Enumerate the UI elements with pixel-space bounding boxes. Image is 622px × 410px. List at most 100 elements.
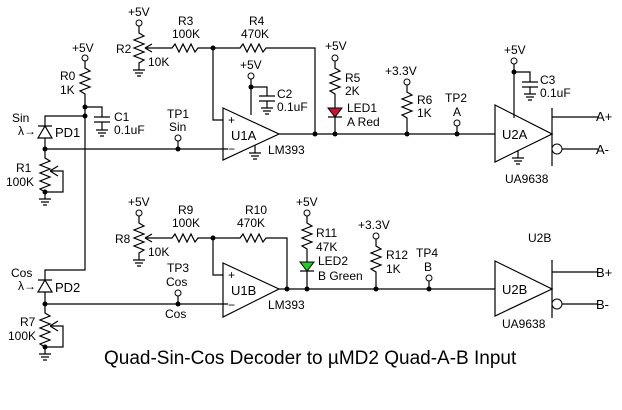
c3-capacitor	[513, 64, 538, 118]
b-minus-label: B-	[596, 297, 609, 312]
u1b-plus-sign: +	[228, 268, 235, 282]
r6-supply-terminal	[403, 78, 411, 86]
c1-capacitor	[85, 106, 110, 137]
r6-value: 1K	[417, 106, 432, 120]
r0-value: 1K	[60, 83, 75, 97]
junction	[511, 69, 517, 75]
u2b-ref: U2B	[502, 282, 527, 297]
u1b-comparator	[222, 262, 281, 318]
b-plus-label: B+	[596, 265, 612, 280]
pd2-signal-label: Cos	[11, 266, 32, 280]
r7-wiper	[45, 320, 64, 348]
junction	[373, 286, 379, 292]
channel-a: +5V R0 1K C1 0.1uF Sin λ→ PD1 TP1 Sin R1	[6, 5, 612, 280]
u1a-plus-sign: +	[228, 113, 235, 127]
tp3-ref: TP3	[167, 261, 189, 275]
r11-supply-terminal	[303, 209, 311, 217]
r4-ref: R4	[249, 14, 265, 28]
r4-value: 470K	[241, 27, 269, 41]
r1-potentiometer	[38, 149, 52, 193]
r0-supply-label: +5V	[72, 41, 94, 55]
r0-supply-terminal	[81, 54, 89, 62]
tp1-testpoint	[174, 134, 182, 142]
r0-resistor	[78, 61, 92, 107]
ground-icon	[39, 347, 51, 361]
u1b-part: LM393	[268, 298, 305, 312]
pd1-top-wire	[44, 115, 85, 126]
r12-supply-terminal	[372, 232, 380, 240]
c3-ref: C3	[540, 73, 556, 87]
r5-ref: R5	[345, 71, 361, 85]
pd1-signal-label: Sin	[12, 111, 29, 125]
r1-ref: R1	[16, 161, 32, 175]
tp3-testpoint	[174, 289, 182, 297]
r6-ref: R6	[417, 93, 433, 107]
u2b-header: U2B	[528, 231, 551, 245]
u2b-outputs	[551, 260, 598, 318]
u1b-minus-sign: −	[228, 298, 235, 312]
r5-supply-label: +5V	[325, 39, 347, 53]
c2-ref: C2	[277, 87, 293, 101]
pd1-light-arrow: λ→	[18, 124, 36, 138]
a-plus-label: A+	[596, 109, 612, 124]
c3-supply-label: +5V	[504, 43, 526, 57]
led2-cathode	[300, 270, 314, 289]
junction	[284, 286, 290, 292]
led2-ref: LED2	[318, 254, 348, 268]
r1-value: 100K	[6, 175, 34, 189]
r2-value: 10K	[148, 55, 169, 69]
ground-icon	[39, 192, 51, 206]
tp2-testpoint	[453, 119, 461, 127]
tp4-testpoint	[425, 274, 433, 282]
r3-value: 100K	[172, 27, 200, 41]
r3-resistor	[144, 42, 212, 54]
r7-value: 100K	[8, 329, 36, 343]
u1a-part: LM393	[268, 143, 305, 157]
r8-supply-label: +5V	[128, 195, 150, 209]
pd2-ref: PD2	[55, 280, 80, 295]
led1-ref: LED1	[347, 101, 377, 115]
r11-supply-label: +5V	[296, 195, 318, 209]
r5-resistor	[328, 61, 342, 108]
r11-value: 47K	[316, 240, 337, 254]
u1a-ref: U1A	[231, 128, 257, 143]
r2-potentiometer	[132, 26, 146, 77]
r11-resistor	[300, 216, 314, 262]
r7-potentiometer	[38, 304, 52, 348]
pd1-photodiode	[36, 124, 54, 149]
tp4-ref: TP4	[416, 246, 438, 260]
junction	[248, 84, 254, 90]
u1b-ref: U1B	[231, 283, 256, 298]
u1a-plus-wire	[212, 48, 223, 121]
r2-supply-label: +5V	[128, 5, 150, 19]
c3-value: 0.1uF	[540, 86, 571, 100]
r6-resistor	[400, 85, 414, 134]
bias-bus-wire	[44, 107, 86, 280]
u2a-inverting-bubble	[551, 143, 563, 155]
c3-supply-terminal	[510, 57, 518, 65]
pd1-ref: PD1	[55, 125, 80, 140]
r2-supply-terminal	[135, 19, 143, 27]
tp3-label: Cos	[166, 275, 187, 289]
c2-capacitor	[250, 79, 275, 115]
r8-potentiometer	[132, 216, 146, 267]
a-minus-label: A-	[596, 142, 609, 157]
u2a-outputs	[551, 108, 598, 166]
junction	[404, 131, 410, 137]
ground-icon	[249, 145, 261, 160]
u2a-part: UA9638	[505, 172, 549, 186]
r8-supply-terminal	[135, 209, 143, 217]
junction	[312, 131, 318, 137]
u2b-line-driver	[494, 260, 554, 317]
r10-value: 470K	[237, 216, 265, 230]
u1a-comparator	[222, 107, 281, 161]
led1-label: A Red	[347, 115, 380, 129]
u2b-inverting-bubble	[551, 298, 563, 310]
r4-feedback-resistor	[213, 42, 316, 134]
r12-supply-label: +3.3V	[358, 218, 390, 232]
led2-diode-icon	[298, 261, 316, 272]
pd2-photodiode	[36, 278, 54, 304]
c2-supply-terminal	[247, 72, 255, 80]
u2b-part: UA9638	[502, 317, 546, 331]
